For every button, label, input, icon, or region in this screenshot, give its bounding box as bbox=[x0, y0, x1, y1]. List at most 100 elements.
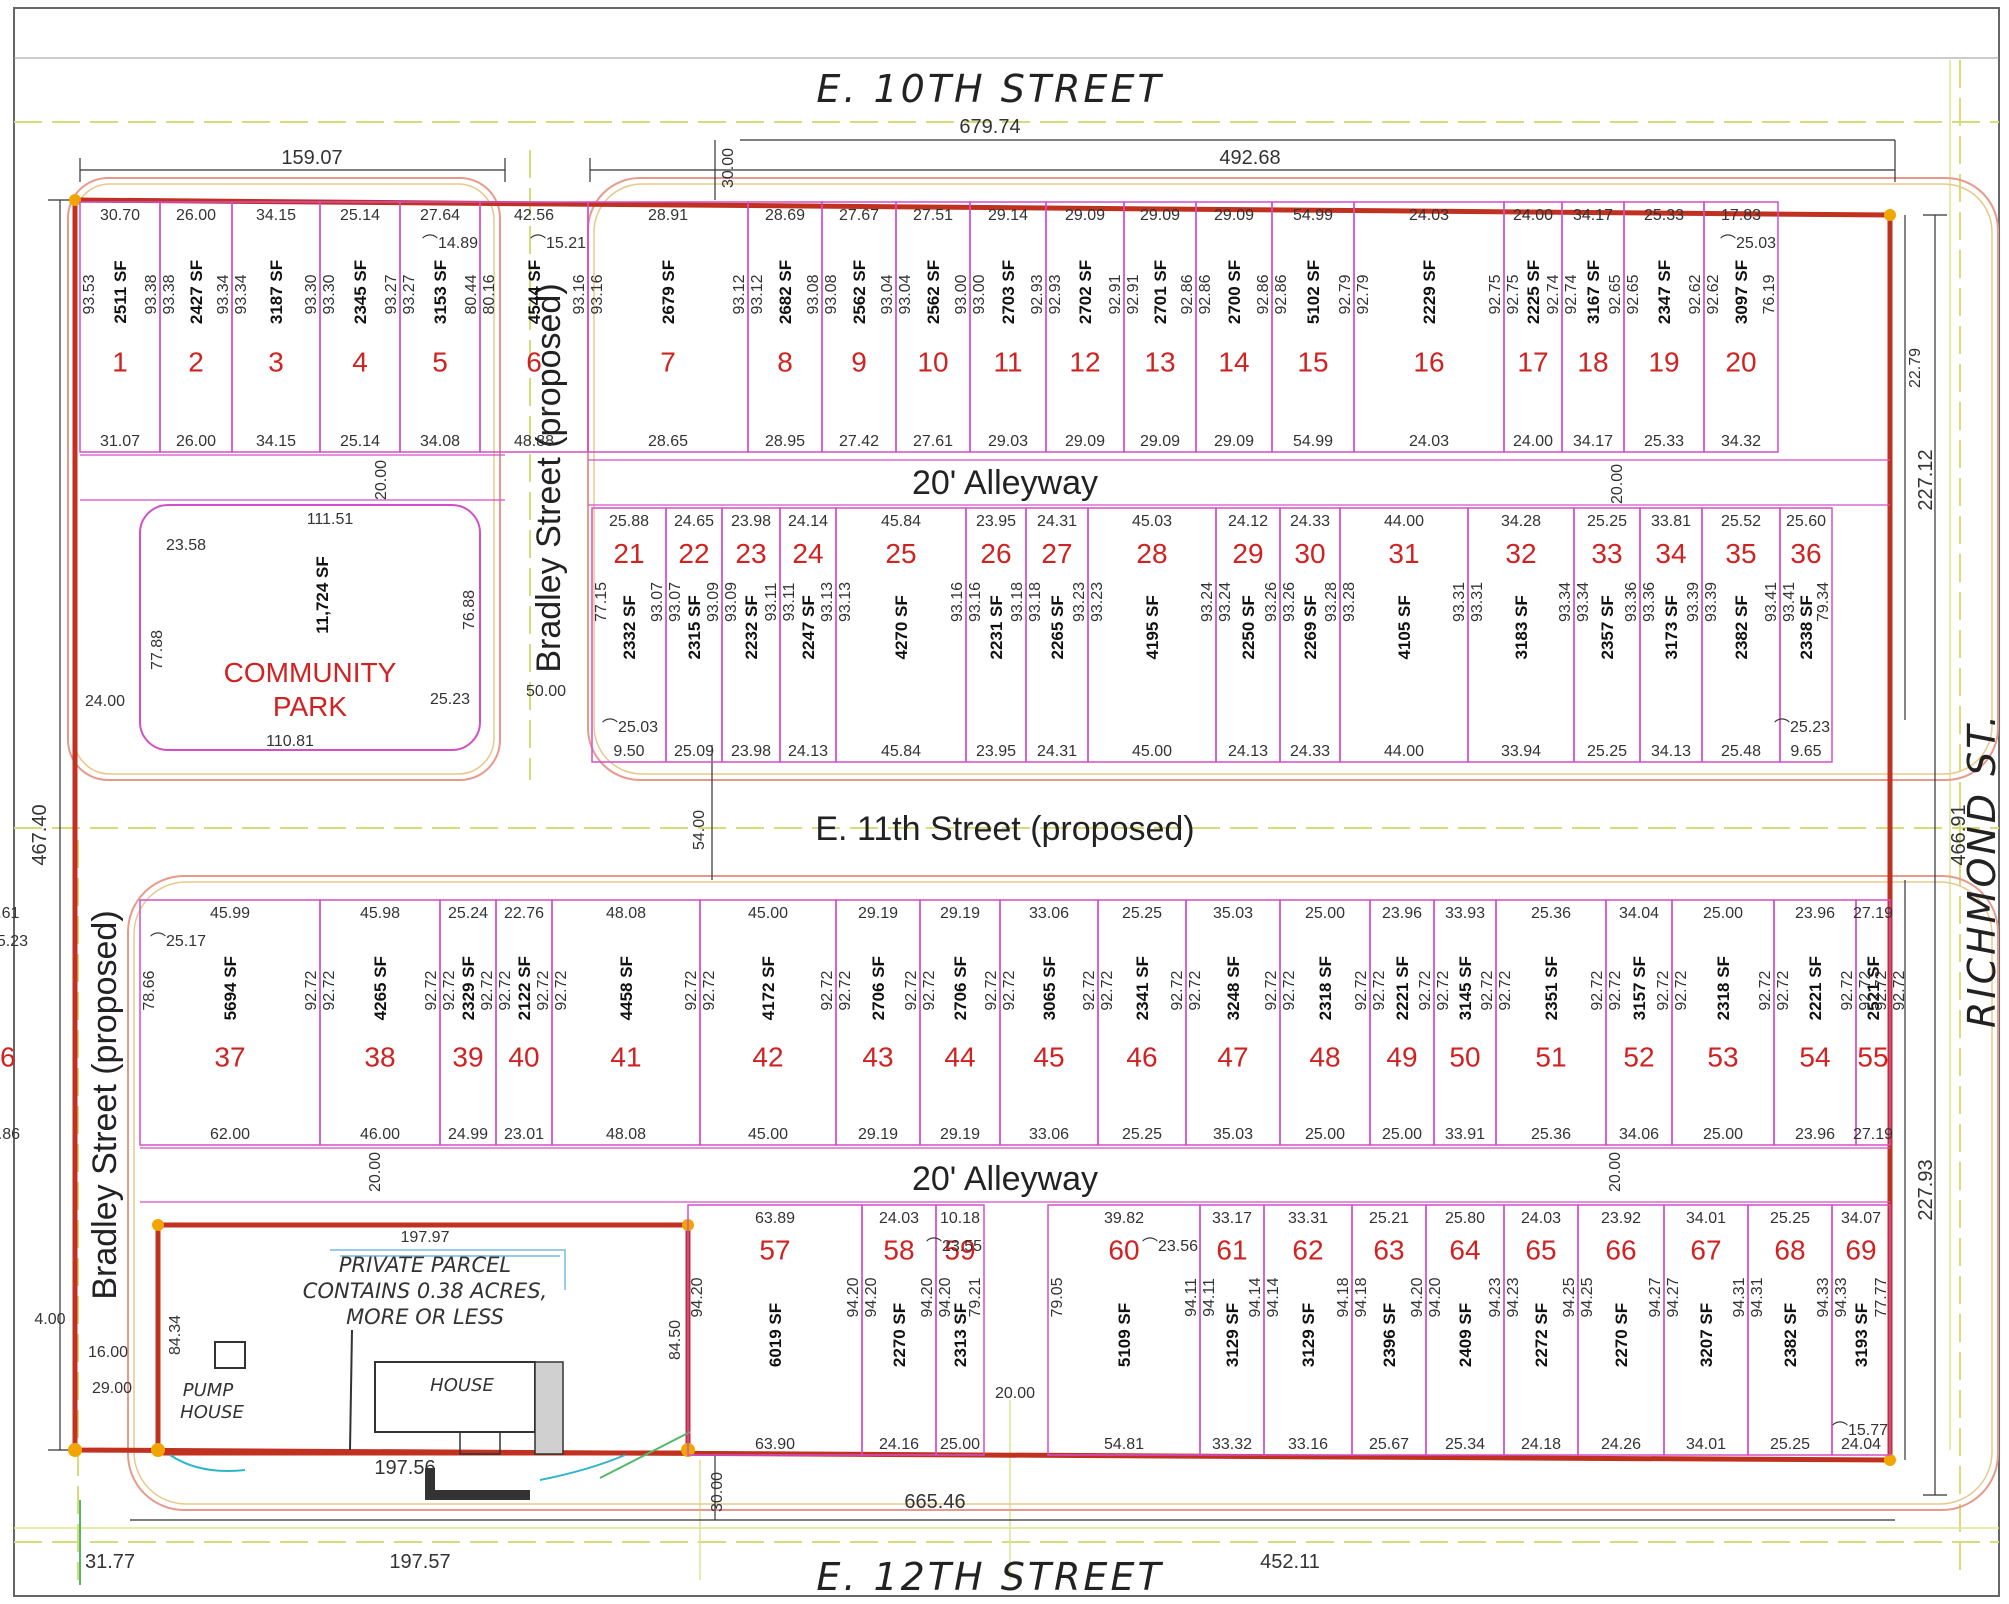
lot-right-side: 93.11 bbox=[763, 582, 780, 621]
lot-left-side: 92.72 bbox=[1497, 971, 1514, 1011]
lot-rear: 24.00 bbox=[1513, 433, 1553, 450]
lot-front: 28.91 bbox=[648, 207, 688, 224]
lot-area: 3065 SF bbox=[1040, 956, 1059, 1020]
lot-front: 24.03 bbox=[879, 1210, 919, 1227]
lot-outline bbox=[699, 899, 837, 1146]
lot-right-side: 92.72 bbox=[683, 971, 700, 1011]
lot-area: 2269 SF bbox=[1301, 595, 1320, 659]
lot-outline bbox=[1671, 899, 1775, 1146]
lot-front: 25.21 bbox=[1369, 1210, 1409, 1227]
lot-number: 59 bbox=[944, 1235, 975, 1266]
lot-rear: 9.65 bbox=[1790, 743, 1821, 760]
lot-right-side: 94.18 bbox=[1335, 1277, 1352, 1317]
lot-front: 24.33 bbox=[1290, 513, 1330, 530]
lot-front: 29.09 bbox=[1140, 207, 1180, 224]
lot-area: 5109 SF bbox=[1115, 1303, 1134, 1367]
lot-area: 3129 SF bbox=[1223, 1303, 1242, 1367]
lot-area: 2521 SF bbox=[1864, 956, 1883, 1020]
dim-left-29: 29.00 bbox=[92, 1380, 132, 1397]
lot-left-side: 94.31 bbox=[1749, 1277, 1766, 1317]
lot-left-side: 79.05 bbox=[1049, 1277, 1066, 1317]
lot-outline bbox=[1123, 201, 1197, 453]
lot-front: 39.82 bbox=[1104, 1210, 1144, 1227]
lot-number: 43 bbox=[862, 1041, 893, 1072]
lot-curve: ⌒14.89 bbox=[422, 234, 478, 252]
lot-front: 26.00 bbox=[176, 207, 216, 224]
private-top: 197.97 bbox=[401, 1229, 450, 1246]
lot-left-side: 93.27 bbox=[401, 274, 418, 314]
lot-right-side: 79.21 bbox=[967, 1277, 984, 1317]
lot-number: 27 bbox=[1041, 538, 1072, 569]
lot-right-side: 94.20 bbox=[1409, 1277, 1426, 1317]
lot-front: 45.84 bbox=[881, 513, 921, 530]
lot-area: 4458 SF bbox=[617, 956, 636, 1020]
lot-area: 2247 SF bbox=[799, 595, 818, 659]
lot-front: 42.56 bbox=[514, 207, 554, 224]
lot-left-side: 93.16 bbox=[589, 274, 606, 314]
lot-number: 10 bbox=[917, 347, 948, 378]
lot-front: 23.96 bbox=[1382, 905, 1422, 922]
lot-front: 25.24 bbox=[448, 905, 488, 922]
lot-number: 11 bbox=[993, 347, 1022, 378]
lot-area: 6019 SF bbox=[766, 1303, 785, 1367]
lot-area: 2229 SF bbox=[1420, 260, 1439, 324]
lot-outline bbox=[1855, 899, 1891, 1146]
lot-number: 9 bbox=[851, 347, 867, 378]
lot-right-side: 92.86 bbox=[1255, 274, 1272, 314]
lot-rear: 46.00 bbox=[360, 1126, 400, 1143]
lot-left-side: 93.04 bbox=[897, 274, 914, 314]
lot-right-side: 92.72 bbox=[1757, 971, 1774, 1011]
lot-number: 2 bbox=[188, 347, 204, 378]
lot-outline bbox=[1779, 507, 1833, 763]
lot-right-side: 92.72 bbox=[983, 971, 1000, 1011]
street-label-bradley-top: Bradley Street (proposed) bbox=[530, 283, 568, 672]
lot-front: 30.70 bbox=[100, 207, 140, 224]
lot-left-side: 80.16 bbox=[481, 274, 498, 314]
lot-rear: 23.95 bbox=[976, 743, 1016, 760]
lot-right-side: 93.13 bbox=[819, 582, 836, 622]
lot-curve: ⌒25.03 bbox=[1720, 234, 1776, 252]
lot-area: 2382 SF bbox=[1732, 595, 1751, 659]
pump-house-symbol bbox=[214, 1341, 246, 1369]
lot-area: 2702 SF bbox=[1076, 260, 1095, 324]
lot-curve: ⌒15.21 bbox=[530, 234, 586, 252]
lot-area: 2225 SF bbox=[1524, 260, 1543, 324]
lot-number: 23 bbox=[735, 538, 766, 569]
lot-number: 30 bbox=[1294, 538, 1325, 569]
park-area: 11,724 SF bbox=[313, 556, 332, 634]
lot-front: 10.18 bbox=[940, 1210, 980, 1227]
lot-area: 4544 SF bbox=[525, 260, 544, 324]
lot-left-side: 93.16 bbox=[967, 582, 984, 622]
lot-rear: 63.90 bbox=[755, 1436, 795, 1453]
lot-front: 23.96 bbox=[1795, 905, 1835, 922]
lot-rear: 25.14 bbox=[340, 433, 380, 450]
green-line-right bbox=[599, 1431, 691, 1479]
lot-number: 48 bbox=[1309, 1041, 1340, 1072]
private-note-1: PRIVATE PARCEL bbox=[339, 1253, 511, 1277]
lot-area: 2270 SF bbox=[890, 1303, 909, 1367]
lot-area: 3207 SF bbox=[1697, 1303, 1716, 1367]
lot-left-side: 94.20 bbox=[937, 1277, 954, 1317]
lot-front: 27.67 bbox=[839, 207, 879, 224]
lot-left-side: 93.39 bbox=[1703, 582, 1720, 622]
lot-front: 45.99 bbox=[210, 905, 250, 922]
lot-number: 54 bbox=[1799, 1041, 1830, 1072]
lot-front: 33.31 bbox=[1288, 1210, 1328, 1227]
lot-number: 33 bbox=[1591, 538, 1622, 569]
lot-right-side: 80.44 bbox=[463, 274, 480, 314]
lot-front: 34.07 bbox=[1841, 1210, 1881, 1227]
